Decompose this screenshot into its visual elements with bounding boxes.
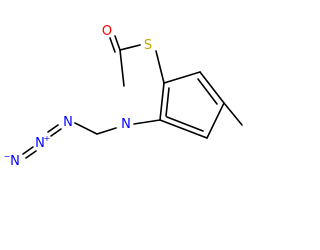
azide-negative-charge: − xyxy=(4,152,11,161)
bonds xyxy=(22,35,243,159)
sulfur-atom: S xyxy=(144,38,152,53)
azide-nitrogen-1: N xyxy=(63,115,73,130)
azide-nitrogen-3: N xyxy=(10,154,20,169)
azide-nitrogen-2: N xyxy=(35,136,45,151)
bond-azide-1-2 xyxy=(47,124,59,133)
bond-c2-n3 xyxy=(119,49,125,87)
bond-n3-c3a xyxy=(133,119,161,125)
bond-azide-2-3 xyxy=(22,146,34,155)
ring-nitrogen-atom: N xyxy=(121,117,131,132)
bond-c2-o-second xyxy=(109,37,116,53)
atom-labels: O S N N N + N − xyxy=(4,24,152,169)
bond-c2-o xyxy=(114,35,121,51)
bond-c6-c5 xyxy=(206,102,225,139)
bond-c6-methyl xyxy=(223,102,243,126)
bond-n3-ch2 xyxy=(96,127,117,135)
bond-s-c7a xyxy=(155,50,165,84)
bond-ch2-nazide xyxy=(74,122,98,135)
bond-azide-1-2-second xyxy=(50,128,62,137)
bond-c7a-c7 xyxy=(163,71,201,84)
bond-c5-c4-inner xyxy=(166,116,204,132)
bond-c7-c6 xyxy=(199,71,225,104)
bond-azide-2-3-second xyxy=(25,150,37,159)
structure-diagram: O S N N N + N − xyxy=(4,24,243,169)
bond-c3a-c7a-inner xyxy=(165,87,170,117)
molecule-canvas: O S N N N + N − xyxy=(4,24,243,169)
bond-c3a-c7a xyxy=(159,82,165,121)
oxygen-atom: O xyxy=(102,24,112,39)
bond-c7-c6-inner xyxy=(197,78,218,105)
bond-c2-s xyxy=(119,44,141,51)
bond-c5-c4 xyxy=(159,119,208,139)
azide-positive-charge: + xyxy=(44,134,51,143)
